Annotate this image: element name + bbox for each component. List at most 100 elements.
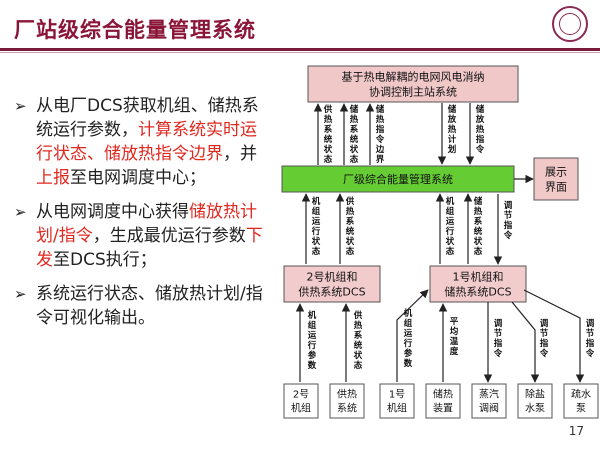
bullet-text: 从电网调度中心获得 xyxy=(36,202,189,222)
mid-left-label: 态 xyxy=(346,246,355,257)
bottom-right-label: 机 xyxy=(404,308,413,319)
device-box xyxy=(283,383,319,419)
down-label-top: 热 xyxy=(476,124,485,135)
slide-title: 厂站级综合能量管理系统 xyxy=(14,18,256,42)
up-label-top: 态 xyxy=(350,154,359,165)
master-station-box-label: 协调控制主站系统 xyxy=(369,84,457,98)
bottom-right-label: 平 xyxy=(450,317,459,327)
up-label-top: 系 xyxy=(324,124,333,135)
device-box-label: 储热 xyxy=(433,388,453,401)
mid-left-label: 组 xyxy=(312,206,321,217)
device-box-label: 蒸汽 xyxy=(479,388,499,401)
dcs2-box xyxy=(283,265,381,303)
bottom-left-label: 数 xyxy=(308,360,317,371)
up-label-top: 储 xyxy=(349,104,359,115)
mid-right-label: 热 xyxy=(474,206,483,217)
dcs1-box xyxy=(429,265,527,303)
mid-right-label: 节 xyxy=(504,210,513,221)
mid-left-label: 状 xyxy=(312,236,321,247)
bullet-list: ➢从电厂DCS获取机组、储热系统运行参数，计算系统实时运行状态、储放热指令边界，… xyxy=(10,94,272,340)
up-label-top: 供 xyxy=(323,104,333,115)
down-label-top: 储 xyxy=(475,104,485,115)
device-box-label: 供热 xyxy=(337,388,357,401)
mid-left-label: 状 xyxy=(346,236,355,247)
up-label-top: 系 xyxy=(350,124,359,135)
device-box-label: 2号 xyxy=(293,389,309,401)
bottom-right-label: 指 xyxy=(494,338,503,349)
up-label-top: 热 xyxy=(324,114,333,125)
mid-right-label: 统 xyxy=(474,226,483,237)
bottom-right-label: 指 xyxy=(540,338,549,349)
device-box xyxy=(517,383,553,419)
bottom-left-label: 行 xyxy=(307,340,317,351)
up-label-top: 态 xyxy=(324,154,333,165)
dcs1-box-label: 储热系统DCS xyxy=(444,284,511,298)
up-label-top: 令 xyxy=(375,134,385,145)
bottom-left-label: 系 xyxy=(354,330,363,341)
highlight-text: 上报 xyxy=(36,168,70,188)
device-box xyxy=(425,383,461,419)
bullet-arrow-icon: ➢ xyxy=(14,285,27,303)
dcs2-box-label: 2号机组和 xyxy=(307,269,358,283)
mid-right-label: 系 xyxy=(474,216,483,227)
bottom-right-label: 令 xyxy=(585,348,595,359)
highlight-text: 储放热计划/指令 xyxy=(36,202,257,246)
page-number: 17 xyxy=(568,424,584,438)
bottom-right-label: 调 xyxy=(540,318,549,329)
highlight-text: 下发 xyxy=(36,226,263,270)
display-box xyxy=(533,157,579,201)
down-label-top: 放 xyxy=(447,114,457,125)
device-box xyxy=(329,383,365,419)
device-box xyxy=(471,383,507,419)
bullet-item: ➢ 系统运行状态、储放热计划/指令可视化输出。 xyxy=(10,282,272,330)
display-box-label: 界面 xyxy=(545,180,567,193)
mid-right-label: 运 xyxy=(446,217,455,227)
dcs1-box-label: 1号机组和 xyxy=(453,269,504,283)
bottom-right-label: 数 xyxy=(404,358,413,369)
mid-left-label: 系 xyxy=(346,216,355,227)
bullet-text: ，并 xyxy=(223,144,257,164)
bottom-right-label: 指 xyxy=(586,338,595,349)
up-label-top: 统 xyxy=(350,134,359,145)
up-label-top: 边 xyxy=(375,144,385,155)
down-arrow-drain xyxy=(523,289,585,383)
university-seal-logo xyxy=(552,6,588,42)
bottom-right-label: 节 xyxy=(586,328,595,339)
device-box-label: 疏水 xyxy=(571,388,591,401)
mid-left-label: 态 xyxy=(312,246,321,257)
mid-right-label: 指 xyxy=(504,220,513,231)
bullet-text: 至DCS执行； xyxy=(53,250,157,270)
title-divider-thin xyxy=(0,52,600,53)
master-station-box xyxy=(307,65,519,103)
bottom-right-label: 均 xyxy=(450,326,459,337)
bottom-left-label: 状 xyxy=(354,350,363,361)
mid-right-label: 调 xyxy=(504,200,513,211)
mid-left-label: 机 xyxy=(312,196,321,207)
bottom-right-label: 调 xyxy=(494,318,503,329)
up-label-top: 指 xyxy=(376,124,385,135)
mid-left-label: 供 xyxy=(345,196,355,207)
mid-right-label: 组 xyxy=(446,206,455,217)
bottom-right-label: 参 xyxy=(404,348,413,359)
up-label-top: 热 xyxy=(376,114,385,125)
title-divider xyxy=(0,48,600,51)
device-box-label: 除盐 xyxy=(525,388,545,401)
dcs2-box-label: 供热系统DCS xyxy=(298,284,365,298)
display-box-label: 展示 xyxy=(545,165,567,178)
mid-left-label: 运 xyxy=(312,217,321,227)
bottom-right-label: 令 xyxy=(539,348,549,359)
bullet-text: 系统运行状态、储放热计划/指令可视化输出。 xyxy=(36,284,263,328)
mid-right-label: 状 xyxy=(474,236,483,247)
device-box-label: 系统 xyxy=(337,402,357,415)
down-arrow-pump xyxy=(511,301,540,383)
mid-right-label: 行 xyxy=(445,226,455,237)
device-box xyxy=(379,383,415,419)
ems-box-label: 厂级综合能量管理系统 xyxy=(343,172,453,186)
mid-right-label: 态 xyxy=(446,246,455,257)
bottom-right-label: 节 xyxy=(540,328,549,339)
down-label-top: 热 xyxy=(448,124,457,135)
bottom-right-label: 组 xyxy=(404,318,413,329)
bottom-left-label: 机 xyxy=(308,310,317,321)
down-label-top: 储 xyxy=(447,104,457,115)
